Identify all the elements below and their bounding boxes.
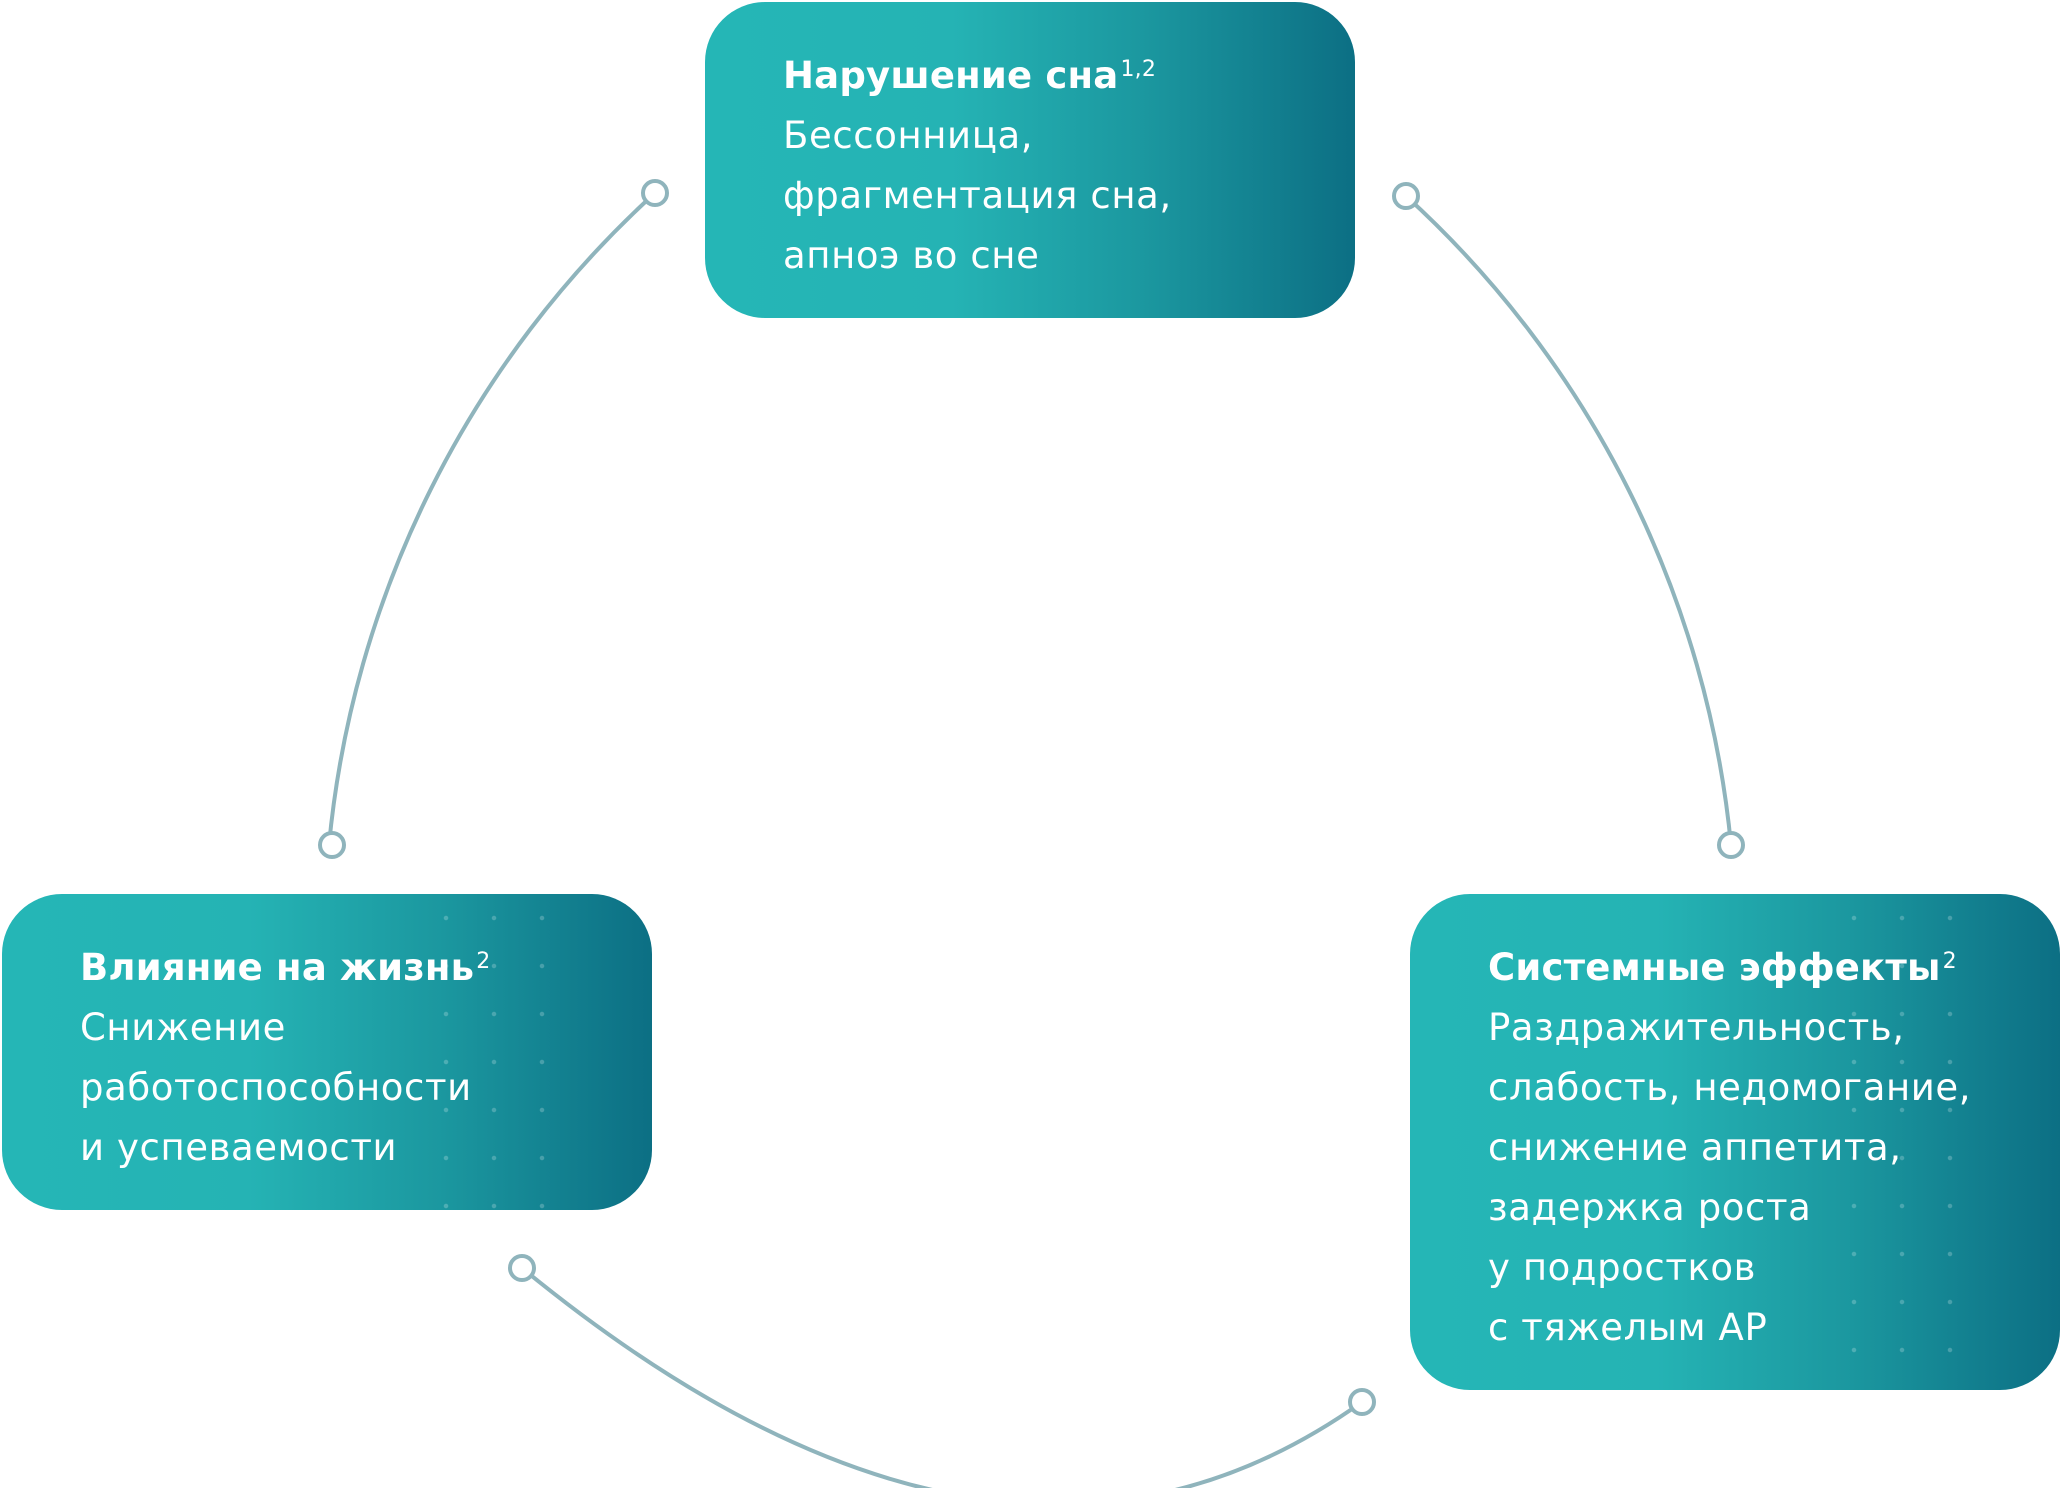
arc-sleep-to-life [327,191,657,846]
card-systemic-line: снижение аппетита, [1488,1126,1902,1169]
card-life-ref: 2 [476,949,491,974]
card-life-lines: Снижение работоспособности и успеваемост… [80,998,652,1178]
card-sleep-line: Бессонница, [783,114,1034,157]
card-life-line: и успеваемости [80,1126,398,1169]
card-sleep-lines: Бессонница, фрагментация сна, апноэ во с… [783,106,1355,286]
card-systemic-effects: Системные эффекты2 Раздражительность, сл… [1410,894,2060,1390]
node-circle-mid-left [318,831,346,859]
card-life-line: работоспособности [80,1066,472,1109]
node-circle-top-left [641,179,669,207]
card-systemic-title-text: Системные эффекты [1488,946,1941,989]
arc-systemic-to-life [520,1266,1364,1488]
arc-sleep-to-systemic [1404,194,1733,846]
node-circle-mid-right [1717,831,1745,859]
card-life-impact: Влияние на жизнь2 Снижение работоспособн… [2,894,652,1210]
card-sleep-line: фрагментация сна, [783,174,1172,217]
card-systemic-ref: 2 [1942,949,1957,974]
card-systemic-line: слабость, недомогание, [1488,1066,1972,1109]
card-sleep-title-text: Нарушение сна [783,54,1119,97]
card-sleep-ref: 1,2 [1120,57,1157,82]
card-life-line: Снижение [80,1006,286,1049]
card-sleep-disturbance: Нарушение сна1,2 Бессонница, фрагментаци… [705,2,1355,318]
node-circle-bottom-left [508,1254,536,1282]
card-systemic-lines: Раздражительность, слабость, недомогание… [1488,998,2060,1358]
card-systemic-line: задержка роста [1488,1186,1812,1229]
node-circle-top-right [1392,182,1420,210]
card-sleep-line: апноэ во сне [783,234,1040,277]
card-life-title: Влияние на жизнь2 [80,938,652,998]
node-circle-bottom-right [1348,1388,1376,1416]
card-systemic-line: с тяжелым АР [1488,1306,1768,1349]
card-life-title-text: Влияние на жизнь [80,946,475,989]
card-systemic-line: Раздражительность, [1488,1006,1905,1049]
card-systemic-title: Системные эффекты2 [1488,938,2060,998]
card-systemic-line: у подростков [1488,1246,1757,1289]
card-sleep-title: Нарушение сна1,2 [783,46,1355,106]
